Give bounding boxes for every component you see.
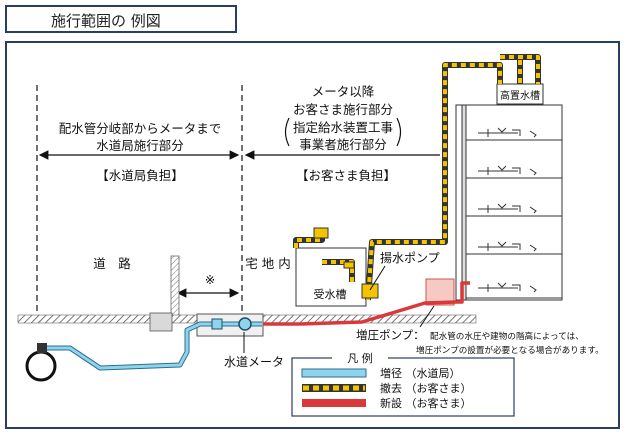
pump-leader [369, 265, 386, 291]
boundary-lines [36, 85, 243, 320]
diagram-frame [5, 41, 620, 429]
customer-label-3: 指定給水装置工事 [293, 120, 393, 135]
legend: 凡 例 増径 （水道局） 撤去 （お客さま） 新設 （お客さま） [291, 351, 515, 417]
valve-box [149, 312, 173, 332]
site-label: 宅 地 内 [245, 256, 290, 271]
bracket-right [396, 117, 402, 147]
customer-label-2: お客さま施行部分 [293, 102, 393, 117]
building-fixtures [478, 127, 537, 293]
road-wall [170, 255, 180, 317]
legend-swatch-red [302, 399, 366, 407]
note-mark: ※ [205, 272, 215, 287]
booster-label: 増圧ポンプ： [356, 328, 425, 342]
removed-fittings [313, 227, 379, 299]
customer-label-4: 事業者施行部分 [299, 137, 387, 152]
widened-pipe [42, 321, 262, 371]
branch-saddle [37, 343, 47, 353]
meter-label: 水道メータ [224, 355, 284, 369]
bracket-left [284, 117, 290, 147]
legend-title: 凡 例 [347, 351, 373, 365]
customer-burden: 【お客さま負担】 [296, 168, 396, 183]
booster-leader [419, 305, 435, 328]
page-title: 施行範囲の 例図 [51, 12, 161, 30]
scope-arrows [38, 150, 440, 298]
water-bureau-burden: 【水道局負担】 [96, 168, 184, 183]
legend-swatch-blue [301, 368, 367, 378]
pump-label: 揚水ポンプ [380, 251, 440, 265]
meter-valve [211, 318, 223, 330]
legend-item-2: 新設 （お客さま） [380, 396, 472, 410]
receiving-tank-label: 受水槽 [314, 288, 347, 301]
booster-note-1: 配水管の水圧や建物の階高によっては、 [430, 330, 584, 342]
elevated-tank-label: 高置水槽 [500, 89, 540, 102]
water-bureau-label-2: 水道局施行部分 [96, 138, 184, 153]
removed-pipes [293, 54, 541, 301]
building [455, 104, 563, 301]
legend-item-0: 増径 （水道局） [380, 366, 461, 380]
legend-item-1: 撤去 （お客さま） [380, 381, 472, 395]
title-box: 施行範囲の 例図 [5, 5, 237, 33]
customer-label-1: メータ以降 [312, 84, 375, 99]
water-meter [238, 317, 252, 331]
main-pipe [25, 350, 57, 382]
new-pipe [263, 281, 470, 326]
booster-note-2: 増圧ポンプの設置が必要となる場合があります。 [416, 344, 604, 356]
road-label: 道 路 [93, 256, 131, 271]
water-bureau-label-1: 配水管分岐部からメータまで [59, 121, 222, 136]
